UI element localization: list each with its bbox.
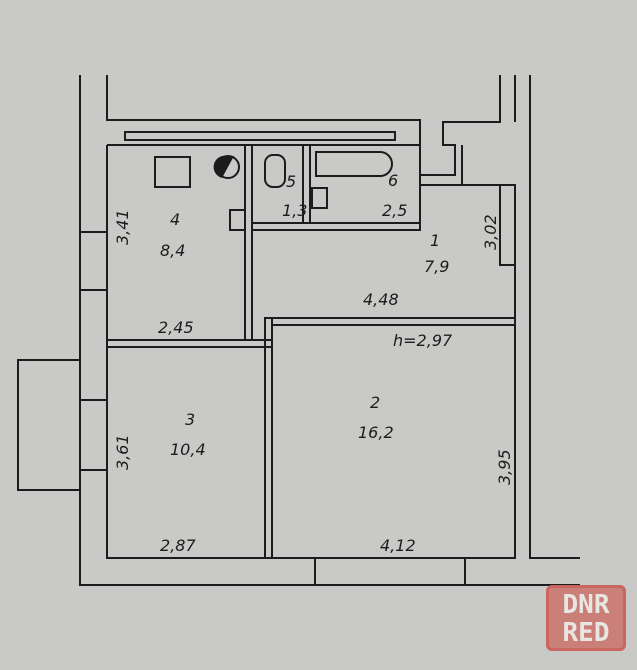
room-4-area: 8,4: [160, 241, 185, 260]
window: [79, 399, 108, 471]
dim-room1-width: 4,48: [363, 290, 399, 309]
room-5-area: 1,3: [282, 201, 307, 220]
window: [314, 557, 466, 586]
room-6-number: 6: [388, 171, 398, 190]
room-6-area: 2,5: [382, 201, 407, 220]
room-3-area: 10,4: [170, 440, 206, 459]
dim-room1-height: 3,02: [481, 214, 500, 250]
room-2-area: 16,2: [358, 423, 394, 442]
watermark-line1: DNR: [562, 590, 610, 620]
balcony: [17, 359, 81, 491]
stove-icon: [154, 156, 191, 188]
bathtub-icon: [315, 151, 393, 177]
ceiling-height: h=2,97: [393, 331, 453, 350]
sink-icon: [311, 187, 328, 209]
dim-room2-height: 3,95: [495, 449, 514, 485]
toilet-icon: [264, 154, 286, 188]
room-4-number: 4: [170, 210, 180, 229]
window: [79, 231, 108, 291]
dim-room3-height: 3,61: [113, 434, 132, 470]
walls: [17, 75, 580, 586]
room-3-number: 3: [185, 410, 195, 429]
room-1-number: 1: [430, 231, 440, 250]
watermark-line2: RED: [562, 618, 610, 648]
dim-room2-width: 4,12: [380, 536, 416, 555]
ventilation-grid: [124, 131, 396, 141]
sink-icon: [229, 209, 246, 231]
dim-room4-width: 2,45: [158, 318, 194, 337]
room-5-number: 5: [286, 172, 296, 191]
dim-room3-width: 2,87: [160, 536, 196, 555]
room-1-area: 7,9: [424, 257, 449, 276]
room-2-number: 2: [370, 393, 380, 412]
window: [499, 184, 516, 266]
dim-room4-height: 3,41: [113, 209, 132, 245]
